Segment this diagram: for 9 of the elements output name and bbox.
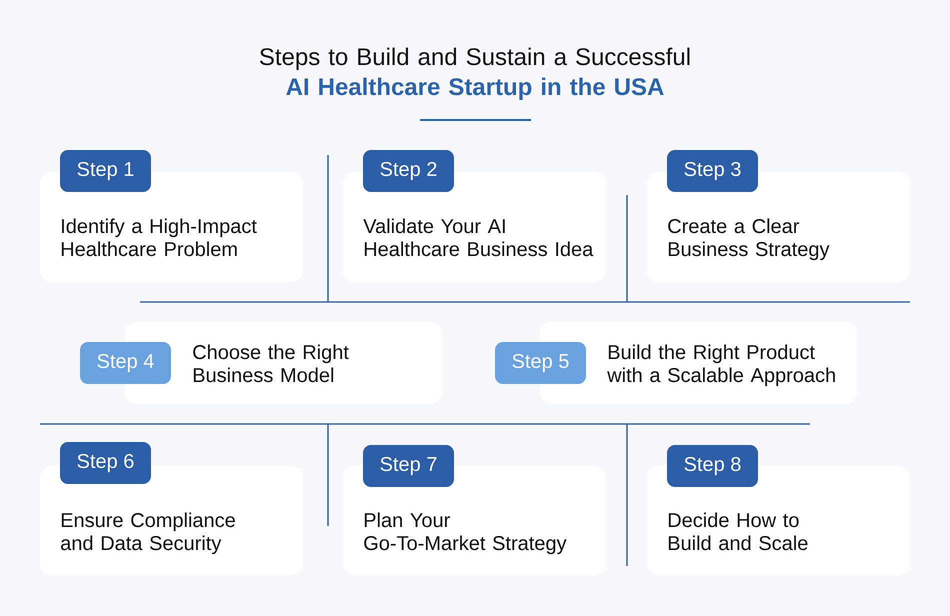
step-badge: Step 2 bbox=[363, 150, 454, 192]
step-badge: Step 6 bbox=[60, 442, 151, 484]
step-badge: Step 3 bbox=[667, 150, 758, 192]
title: Steps to Build and Sustain a Successful AI Healthcare Startup in the USA bbox=[260, 48, 690, 100]
step-badge: Step 5 bbox=[495, 342, 586, 384]
step-badge: Step 7 bbox=[363, 445, 454, 487]
step-badge: Step 1 bbox=[60, 150, 151, 192]
step-badge: Step 4 bbox=[80, 342, 171, 384]
step-badge: Step 8 bbox=[667, 445, 758, 487]
